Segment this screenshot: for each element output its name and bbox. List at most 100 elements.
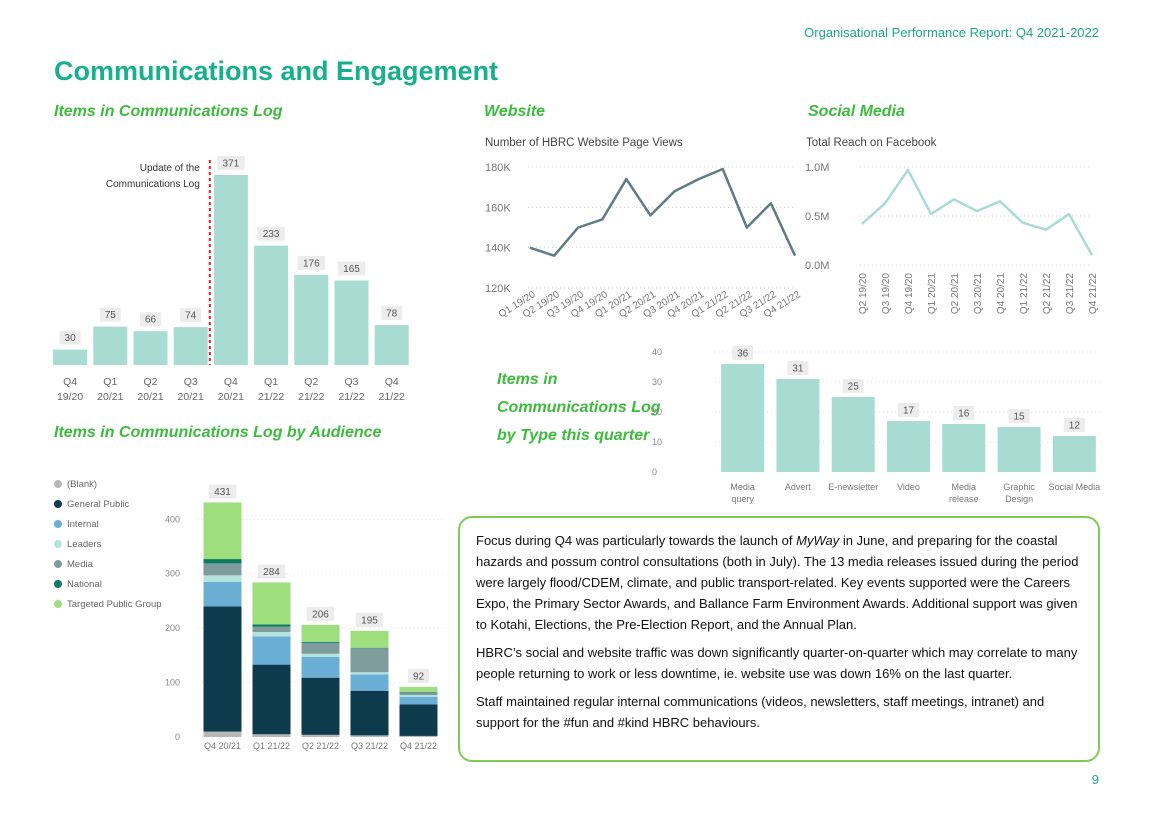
audience-bar-segment [301, 657, 340, 678]
type-bar [942, 424, 986, 472]
comms-x-tick: 21/22 [338, 391, 364, 403]
audience-x-tick: Q4 21/22 [400, 741, 437, 751]
audience-y-tick: 300 [165, 569, 180, 579]
audience-bar-segment [252, 636, 291, 665]
audience-bar-segment [252, 734, 291, 737]
legend-swatch [54, 500, 62, 508]
audience-bar-segment [399, 696, 438, 705]
audience-bar-segment [203, 559, 242, 564]
comms-bar-label: 30 [65, 333, 77, 344]
audience-total-label-bg [257, 564, 286, 579]
audience-y-tick: 100 [165, 678, 180, 688]
legend-label: Leaders [67, 538, 102, 550]
legend-item: Internal [54, 514, 162, 534]
comms-bar-label: 371 [223, 159, 240, 170]
audience-bar-segment [301, 677, 340, 735]
log-update-annotation: Communications Log [106, 179, 200, 190]
website-series-line [529, 167, 797, 257]
audience-bar-segment [203, 606, 242, 732]
audience-x-tick: Q4 20/21 [204, 741, 241, 751]
type-y-tick: 10 [652, 437, 662, 447]
by-type-line-1: Items in [497, 371, 558, 388]
audience-bar-segment [350, 735, 389, 737]
legend-swatch [54, 560, 62, 568]
comms-bar [294, 274, 329, 365]
comms-bar-label-bg [257, 226, 285, 241]
report-header: Organisational Performance Report: Q4 20… [804, 25, 1099, 40]
by-type-line-3: by Type this quarter [497, 427, 650, 444]
social-x-tick: Q3 21/22 [1065, 273, 1076, 315]
type-x-tick: Advert [785, 482, 812, 492]
type-y-tick: 40 [652, 347, 662, 357]
comms-x-tick: Q1 [264, 376, 278, 388]
social-x-tick: Q2 19/20 [858, 273, 869, 315]
type-y-tick: 0 [652, 467, 657, 477]
section-title-social: Social Media [808, 103, 905, 120]
comms-bar-label: 176 [303, 258, 320, 269]
audience-bar-segment [252, 626, 291, 632]
page-title: Communications and Engagement [54, 56, 499, 86]
comms-bar-label-bg [297, 255, 326, 270]
comms-x-tick: Q2 [304, 376, 318, 388]
legend-label: (Blank) [67, 478, 98, 490]
type-bar-label: 36 [737, 349, 749, 360]
legend-swatch [54, 480, 62, 488]
audience-x-tick: Q1 21/22 [253, 741, 290, 751]
type-bar [776, 379, 820, 472]
comms-x-tick: 20/21 [137, 391, 163, 403]
social-x-tick: Q4 20/21 [996, 273, 1007, 315]
social-y-tick: 1.0M [805, 162, 829, 174]
type-bar-label-bg [787, 361, 809, 375]
social-series-line [861, 168, 1094, 256]
type-y-tick: 20 [652, 407, 662, 417]
type-x-tick: Design [1005, 494, 1033, 504]
summary-paragraph-2: HBRC’s social and website traffic was do… [476, 645, 1078, 681]
audience-bar-segment [203, 563, 242, 576]
comms-x-tick: 21/22 [258, 391, 284, 403]
type-bar [831, 397, 875, 472]
type-x-tick: Graphic [1003, 482, 1035, 492]
audience-total-label: 284 [263, 567, 280, 578]
social-x-tick: Q1 20/21 [927, 273, 938, 315]
type-bar-label-bg [842, 379, 864, 393]
audience-bar-segment [350, 647, 389, 649]
type-y-tick: 30 [652, 377, 662, 387]
comms-x-tick: Q4 [63, 376, 77, 388]
legend-label: National [67, 578, 102, 590]
legend-item: (Blank) [54, 474, 162, 494]
type-x-tick: Video [897, 482, 920, 492]
audience-bar-segment [252, 624, 291, 627]
audience-bar-segment [350, 630, 389, 648]
comms-x-tick: 21/22 [379, 391, 405, 403]
audience-bar-segment [203, 731, 242, 737]
legend-item: National [54, 574, 162, 594]
audience-total-label-bg [408, 668, 429, 683]
comms-x-tick: Q3 [184, 376, 198, 388]
type-bar-label-bg [732, 346, 754, 360]
audience-bar-segment [350, 690, 389, 736]
social-x-tick: Q4 21/22 [1088, 273, 1099, 315]
website-y-tick: 160K [485, 202, 511, 214]
audience-bar-segment [350, 672, 389, 675]
type-bar-label: 31 [792, 364, 804, 375]
type-x-tick: Media [730, 482, 755, 492]
social-y-tick: 0.0M [805, 260, 829, 272]
comms-bar [374, 325, 409, 365]
audience-bar-segment [399, 735, 438, 737]
social-x-tick: Q3 20/21 [973, 273, 984, 315]
website-y-tick: 140K [485, 243, 511, 255]
type-bar [1052, 436, 1096, 472]
legend-label: General Public [67, 498, 130, 510]
audience-bar-segment [203, 575, 242, 582]
legend-item: Leaders [54, 534, 162, 554]
audience-total-label-bg [208, 484, 237, 499]
audience-bar-segment [399, 692, 438, 696]
audience-bar-segment [301, 624, 340, 642]
audience-bar-segment [301, 653, 340, 658]
audience-bar-segment [252, 631, 291, 637]
comms-bar [173, 327, 208, 365]
